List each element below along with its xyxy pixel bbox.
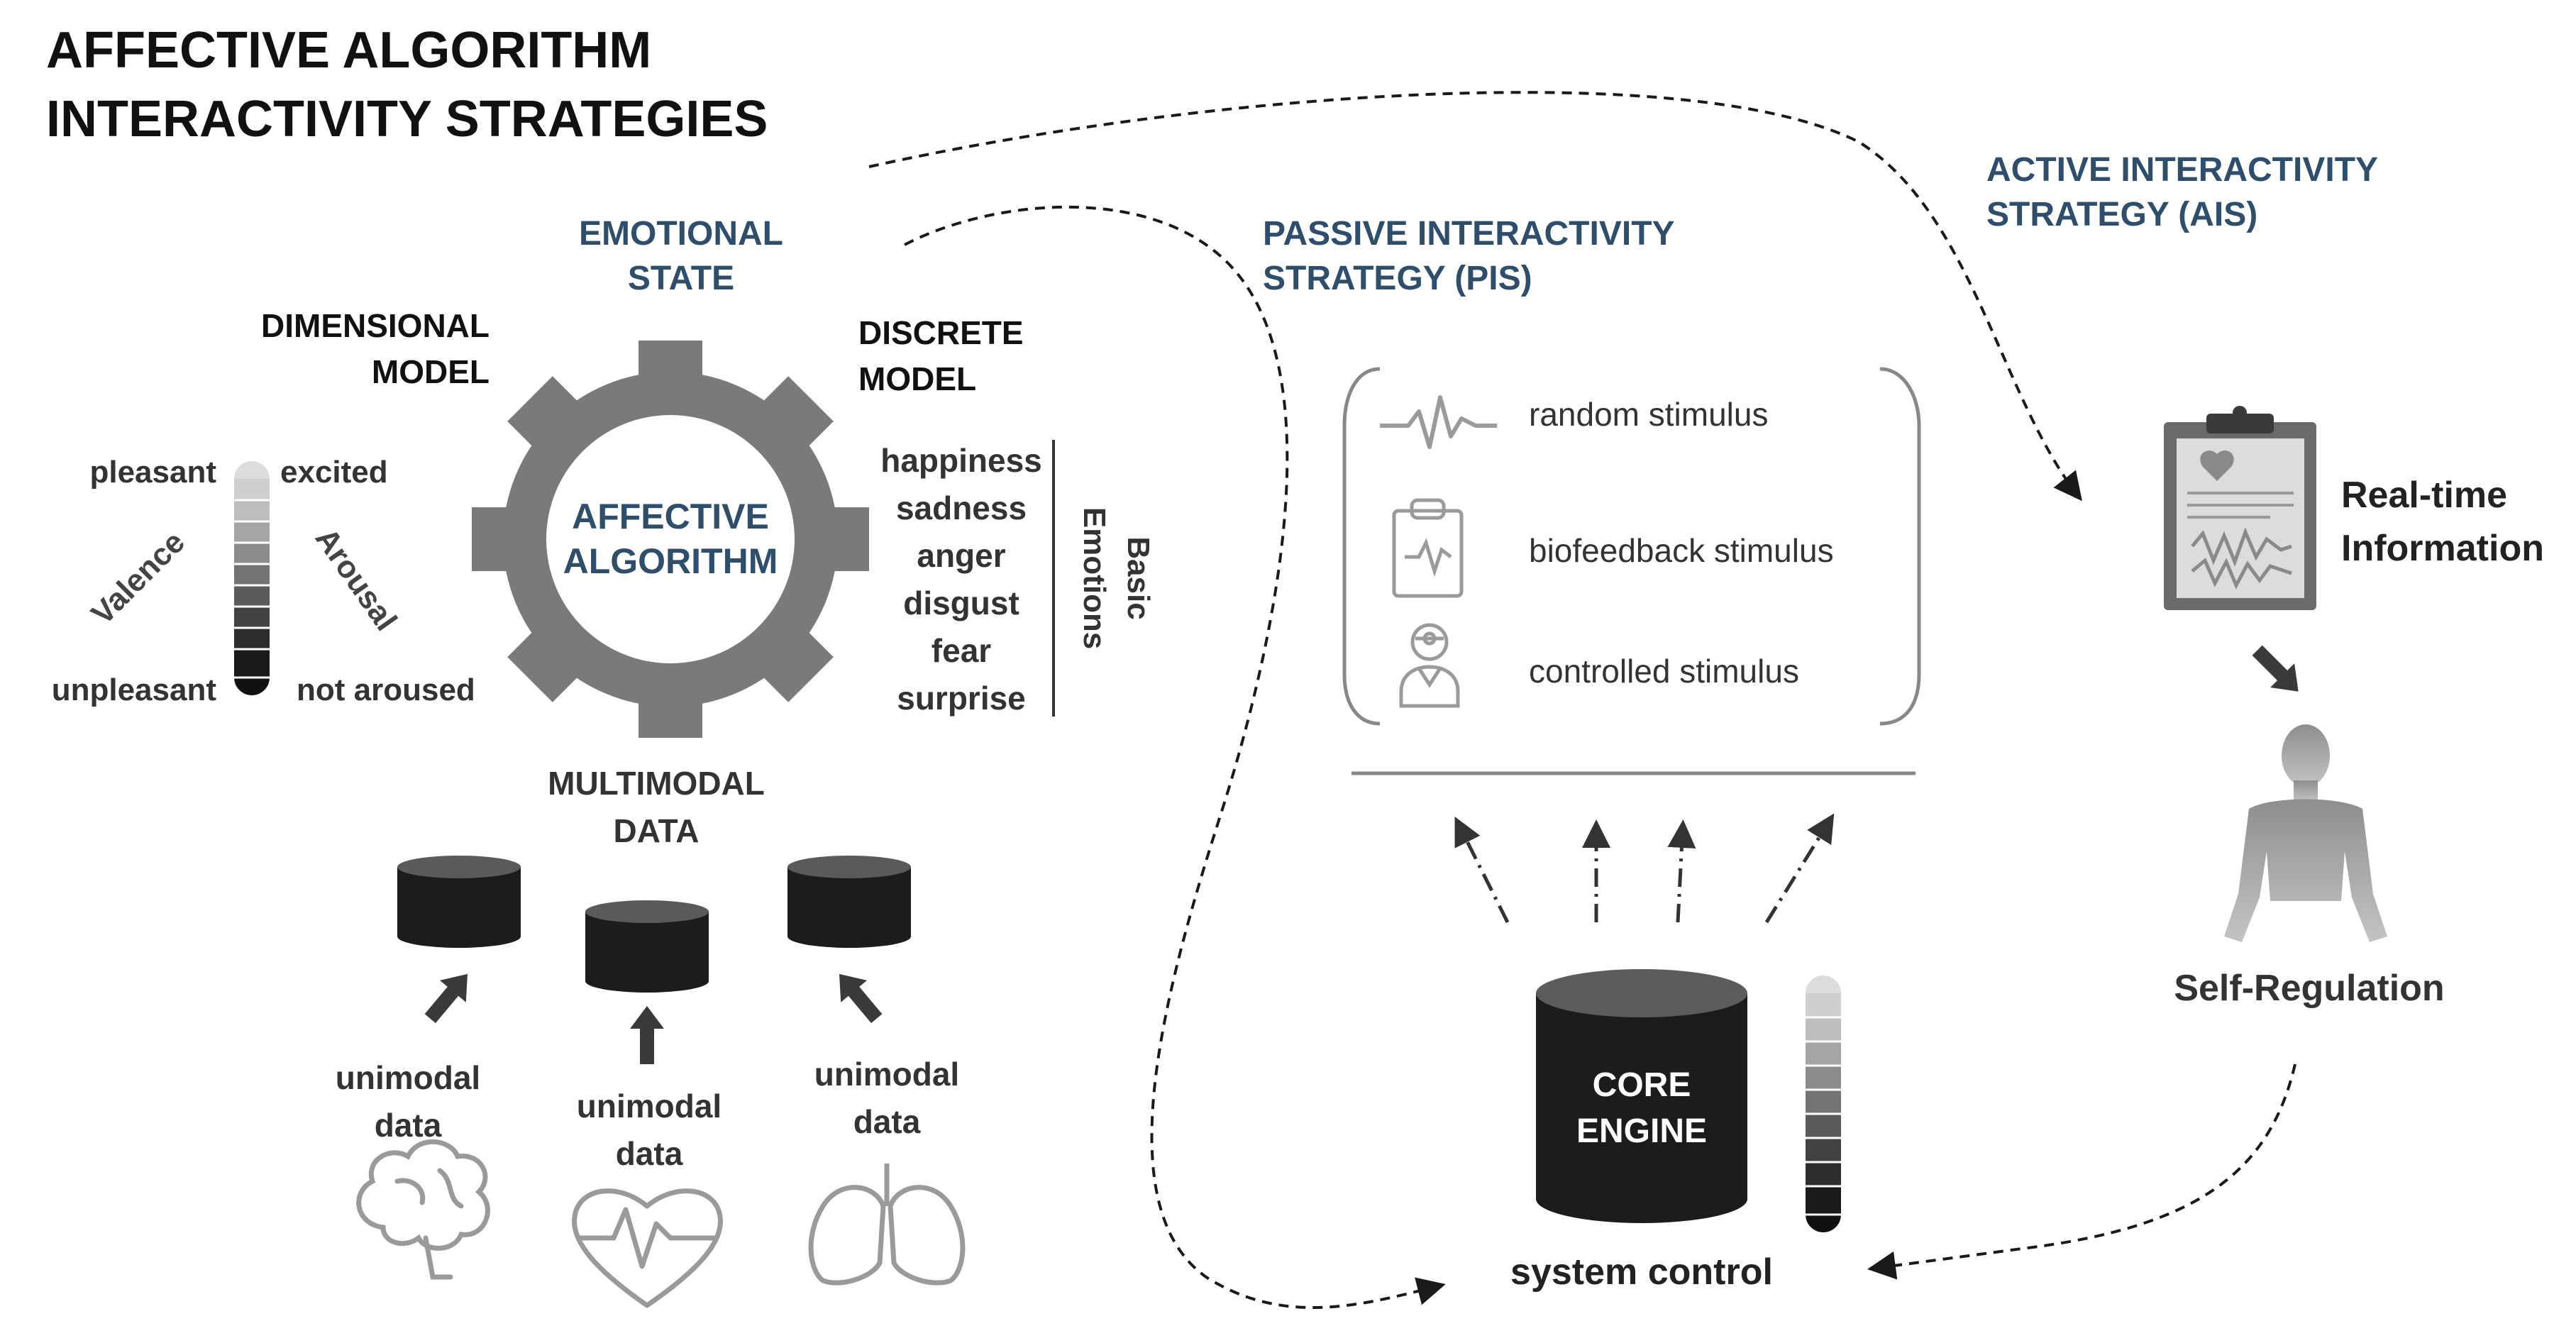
clipboard-pulse-icon: [1392, 498, 1464, 598]
data-store-3: [787, 856, 911, 948]
stimulus-random-label: random stimulus: [1529, 396, 1768, 433]
discrete-model: DISCRETE MODEL happiness sadness anger d…: [858, 314, 1156, 717]
doctor-icon: [1399, 623, 1460, 708]
affective-algorithm-label: AFFECTIVE ALGORITHM: [563, 497, 778, 581]
dimensional-model-line-2: MODEL: [372, 353, 490, 390]
heart-icon: [572, 1188, 723, 1308]
core-engine: CORE ENGINE: [1536, 969, 1747, 1223]
arrow-up-icon: [630, 1006, 664, 1064]
unimodal-3-line-1: unimodal: [814, 1056, 959, 1093]
valence-arousal-scale: [234, 461, 270, 695]
arrow-down-right-icon: [2252, 645, 2299, 692]
emotion-surprise: surprise: [897, 680, 1026, 717]
emotion-happiness: happiness: [880, 442, 1042, 479]
output-arrow-3: [1667, 819, 1696, 923]
emotional-state-line-2: STATE: [628, 260, 734, 297]
stimulus-controlled-label: controlled stimulus: [1529, 653, 1799, 690]
ais-line-2: STRATEGY (AIS): [1986, 196, 2257, 233]
real-time-line-1: Real-time: [2341, 475, 2507, 516]
real-time-line-2: Information: [2341, 528, 2544, 569]
core-engine-line-1: CORE: [1593, 1066, 1691, 1104]
unimodal-2-line-1: unimodal: [577, 1088, 722, 1124]
page-title: AFFECTIVE ALGORITHM INTERACTIVITY STRATE…: [46, 22, 768, 148]
emotion-disgust: disgust: [903, 585, 1019, 621]
unimodal-3-line-2: data: [853, 1103, 921, 1140]
basic-emotions-line-2: Emotions: [1077, 507, 1112, 649]
title-line-1: AFFECTIVE ALGORITHM: [46, 22, 651, 79]
discrete-model-line-1: DISCRETE: [858, 314, 1024, 351]
valence-label: Valence: [84, 524, 192, 631]
discrete-model-line-2: MODEL: [858, 360, 976, 397]
ais-line-1: ACTIVE INTERACTIVITY: [1986, 151, 2378, 189]
data-store-2: [585, 900, 709, 993]
output-arrow-4: [1764, 813, 1835, 924]
multimodal-data: MULTIMODAL DATA unimodal d: [336, 765, 966, 1308]
not-aroused-label: not aroused: [297, 673, 475, 707]
algorithm-line-1: AFFECTIVE: [572, 497, 769, 536]
multimodal-line-1: MULTIMODAL: [548, 765, 765, 802]
emotion-anger: anger: [917, 537, 1005, 574]
connector-to-system-control: [904, 205, 1446, 1310]
emotional-state-heading: EMOTIONAL STATE: [579, 215, 783, 297]
brain-icon: [356, 1139, 490, 1280]
arousal-label: Arousal: [309, 522, 404, 637]
gear-icon: [472, 341, 869, 738]
data-store-1: [397, 856, 521, 948]
engine-output-arrows: [1454, 813, 1835, 924]
unpleasant-label: unpleasant: [52, 673, 217, 707]
self-regulation-label: Self-Regulation: [2174, 968, 2444, 1009]
system-control-label: system control: [1510, 1251, 1773, 1293]
emotional-state-line-1: EMOTIONAL: [579, 215, 783, 253]
arrow-up-right-icon: [424, 973, 468, 1024]
clipboard-icon: [2164, 406, 2316, 610]
lungs-icon: [808, 1164, 966, 1286]
connector-self-regulation-return: [1867, 1063, 2296, 1280]
unimodal-1-line-2: data: [375, 1107, 442, 1144]
core-engine-line-2: ENGINE: [1576, 1112, 1707, 1150]
multimodal-line-2: DATA: [614, 812, 700, 849]
algorithm-line-2: ALGORITHM: [563, 541, 778, 581]
pleasant-label: pleasant: [89, 455, 216, 490]
pis-line-1: PASSIVE INTERACTIVITY: [1263, 215, 1675, 253]
title-line-2: INTERACTIVITY STRATEGIES: [46, 91, 768, 148]
dimensional-model-line-1: DIMENSIONAL: [261, 307, 490, 344]
engine-level-scale: [1806, 976, 1841, 1232]
unimodal-1-line-1: unimodal: [336, 1059, 480, 1096]
pis-heading: PASSIVE INTERACTIVITY STRATEGY (PIS): [1263, 215, 1675, 297]
excited-label: excited: [280, 455, 388, 490]
emotion-fear: fear: [932, 632, 991, 669]
stimuli-panel: random stimulus biofeedback stimulus con…: [1342, 367, 1921, 726]
pis-line-2: STRATEGY (PIS): [1263, 260, 1532, 297]
waveform-icon: [1380, 395, 1497, 449]
basic-emotions-line-1: Basic: [1121, 536, 1156, 619]
dimensional-model: DIMENSIONAL MODEL pleasant excited unple…: [52, 307, 490, 707]
stimulus-biofeedback-label: biofeedback stimulus: [1529, 532, 1834, 569]
person-icon: [2224, 724, 2387, 942]
emotion-sadness: sadness: [896, 490, 1027, 526]
output-arrow-1: [1454, 817, 1510, 924]
ais-heading: ACTIVE INTERACTIVITY STRATEGY (AIS): [1986, 151, 2378, 233]
unimodal-2-line-2: data: [616, 1135, 683, 1172]
flow-connectors: [868, 91, 2296, 1310]
arrow-up-left-icon: [839, 973, 883, 1024]
